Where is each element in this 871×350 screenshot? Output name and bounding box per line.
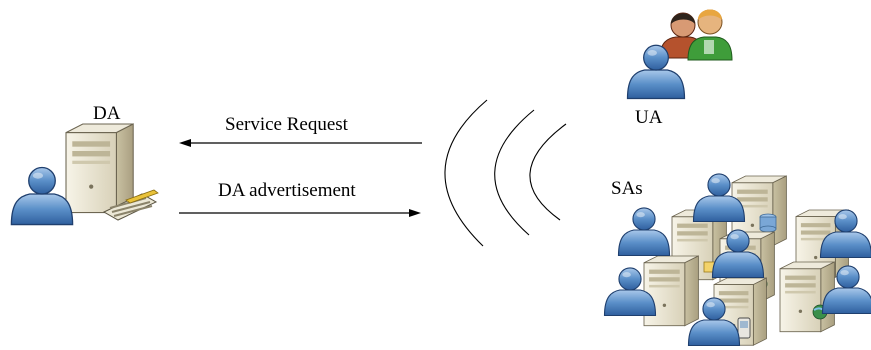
keyboard-icon — [102, 189, 159, 221]
da-advertisement-message: DA advertisement — [179, 180, 421, 217]
user-icon — [617, 207, 671, 257]
da-advertisement-label: DA advertisement — [218, 180, 356, 201]
sas-label: SAs — [611, 178, 643, 199]
user-icon — [10, 166, 74, 226]
user-agent: UA — [626, 9, 733, 128]
user-group-icon — [659, 9, 733, 61]
wireless-signal-arcs — [444, 99, 567, 247]
service-agents: SAs — [603, 173, 871, 347]
server-tower-icon — [65, 123, 134, 214]
service-request-label: Service Request — [225, 114, 349, 135]
mobile-phone-icon — [737, 317, 751, 339]
directory-agent: DA — [10, 103, 159, 226]
database-icon — [759, 213, 777, 233]
da-label: DA — [93, 103, 121, 124]
ua-label: UA — [635, 107, 663, 128]
service-request-message: Service Request — [179, 114, 422, 147]
